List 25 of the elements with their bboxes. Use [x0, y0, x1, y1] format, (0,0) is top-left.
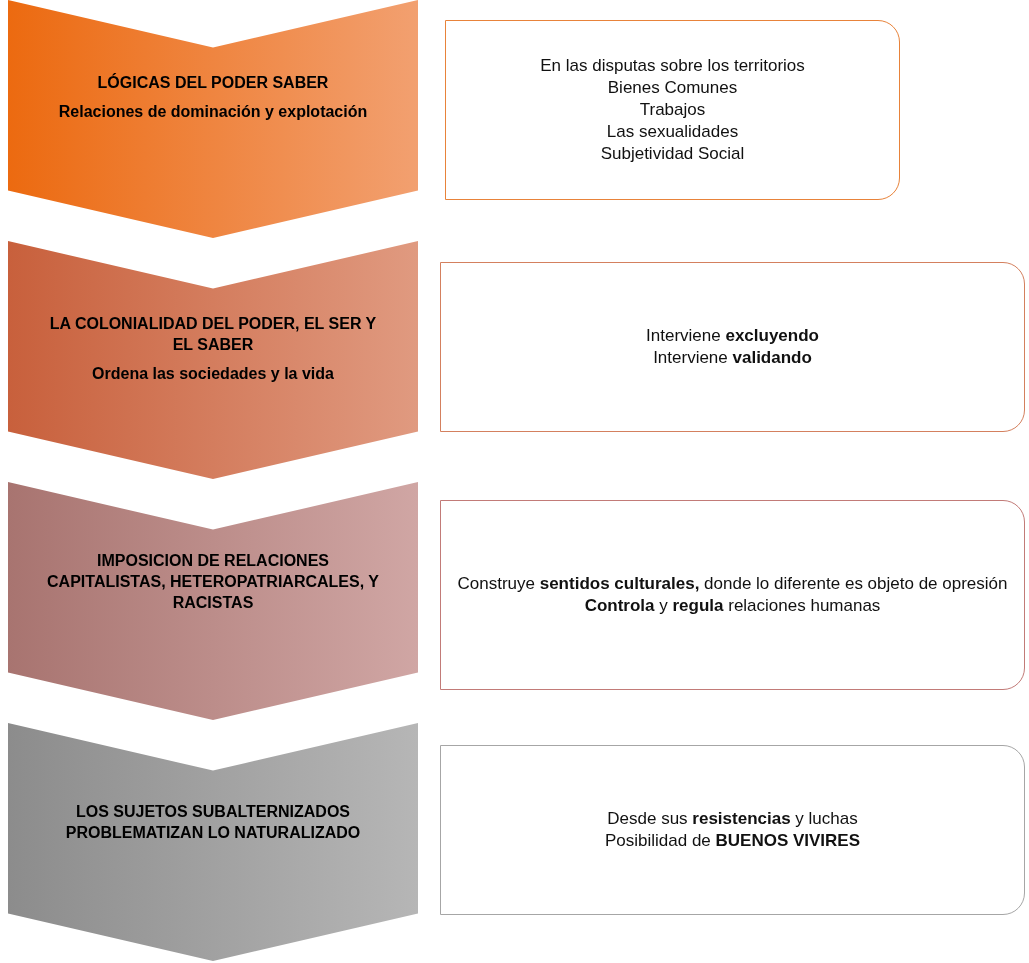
panel-text: Subjetividad Social [600, 143, 745, 165]
chevron-step [8, 482, 418, 720]
panel-text: Desde sus resistencias y luchas [607, 808, 858, 830]
text-panel [440, 262, 1025, 432]
text-panel [445, 20, 900, 200]
panel-text: Bienes Comunes [607, 77, 738, 99]
step-subheading: Ordena las sociedades y la vida [91, 364, 335, 384]
step-subheading: Relaciones de dominación y explotación [57, 102, 369, 122]
chevron-step [8, 0, 418, 238]
panel-text: Las sexualidades [606, 121, 739, 143]
step-heading: LOS SUJETOS SUBALTERNIZADOS PROBLEMATIZAN LO NATURALIZADO [64, 802, 362, 843]
step-heading: LÓGICAS DEL PODER SABER [96, 72, 330, 93]
chevron-step [8, 241, 418, 479]
text-panel [440, 500, 1025, 690]
panel-text: Posibilidad de BUENOS VIVIRES [604, 830, 861, 852]
panel-text: Trabajos [639, 99, 706, 121]
panel-text: Construye sentidos culturales, donde lo diferente es objeto de opresión [457, 573, 1008, 595]
panel-text: Interviene validando [653, 347, 812, 369]
step-heading: LA COLONIALIDAD DEL PODER, EL SER Y EL SABER [48, 314, 378, 355]
panel-text: En las disputas sobre los territorios [540, 55, 805, 77]
panel-text: Interviene excluyendo [646, 325, 819, 347]
step-heading: IMPOSICION DE RELACIONES CAPITALISTAS, HETEROPATRIARCALES, Y RACISTAS [46, 551, 380, 613]
chevron-step [8, 723, 418, 961]
panel-text: Controla y regula relaciones humanas [584, 595, 881, 617]
text-panel [440, 745, 1025, 915]
